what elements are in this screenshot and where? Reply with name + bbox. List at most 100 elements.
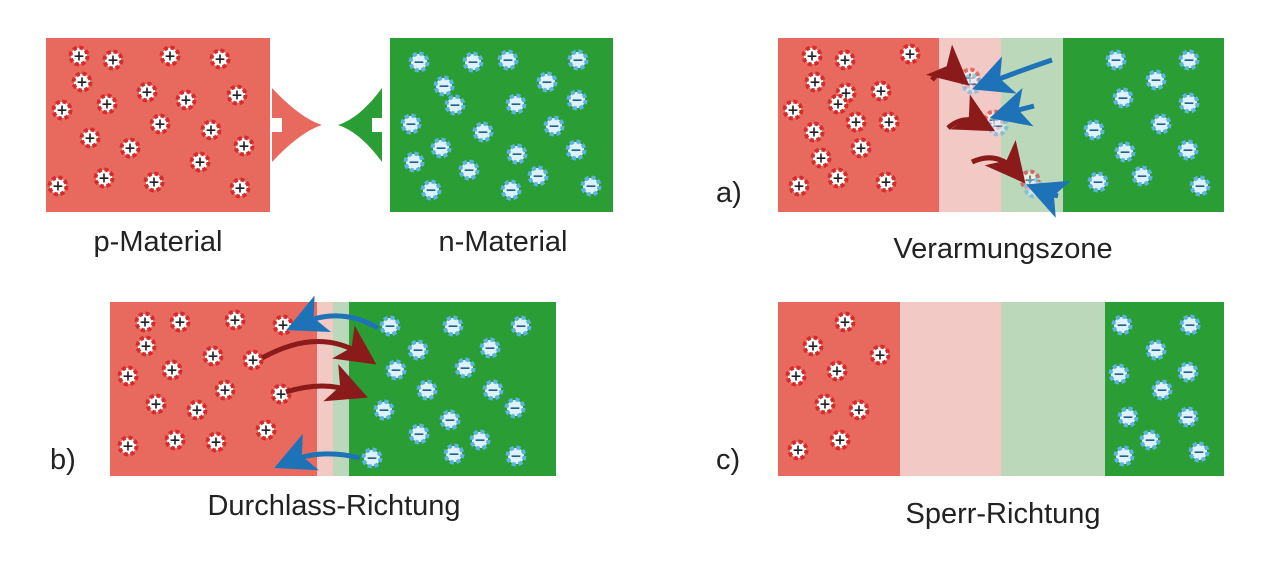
hole-icon: + (136, 81, 158, 103)
hole-icon: + (102, 49, 124, 71)
n-approach-arrow-icon (338, 88, 382, 162)
svg-text:−: − (572, 53, 584, 69)
hole-icon: + (848, 399, 870, 421)
svg-text:−: − (966, 77, 978, 93)
electron-icon: − (416, 379, 438, 401)
electron-current-arrow-icon (274, 433, 361, 471)
hole-icon: + (149, 113, 171, 135)
hole-icon: + (186, 399, 208, 421)
svg-text:+: + (73, 49, 85, 65)
svg-text:+: + (166, 363, 178, 379)
svg-text:+: + (880, 175, 892, 191)
electron-icon: − (1083, 119, 1105, 141)
electron-icon: − (1179, 314, 1201, 336)
hole-icon: + (164, 429, 186, 451)
hole-icon: + (119, 137, 141, 159)
svg-text:+: + (107, 53, 119, 69)
svg-text:−: − (992, 119, 1004, 135)
electron-icon: − (500, 179, 522, 201)
hole-icon: + (785, 365, 807, 387)
svg-text:+: + (140, 339, 152, 355)
svg-text:+: + (839, 53, 851, 69)
svg-text:−: − (477, 125, 489, 141)
electron-icon: − (505, 93, 527, 115)
svg-text:+: + (76, 75, 88, 91)
hole-icon: + (68, 45, 90, 67)
hole-icon: + (159, 45, 181, 67)
electron-icon: − (1114, 141, 1136, 163)
svg-text:+: + (122, 439, 134, 455)
svg-text:+: + (806, 49, 818, 65)
p-depletion-zone (317, 302, 333, 476)
svg-text:−: − (1155, 117, 1167, 133)
svg-text:+: + (853, 403, 865, 419)
panel-b: +++++++++++++++++ −−−−−−−−−−−−−−−−− b) D… (50, 295, 556, 522)
svg-text:+: + (214, 52, 226, 68)
hole-icon: + (224, 309, 246, 331)
svg-text:−: − (438, 79, 450, 95)
electron-icon: − (408, 51, 430, 73)
svg-text:−: − (1092, 175, 1104, 191)
svg-text:−: − (487, 383, 499, 399)
svg-text:+: + (277, 318, 289, 334)
hole-icon: + (834, 49, 856, 71)
hole-icon: + (143, 171, 165, 193)
hole-current-arrow-icon (285, 364, 368, 402)
svg-text:−: − (413, 427, 425, 443)
svg-text:+: + (154, 117, 166, 133)
svg-text:+: + (787, 103, 799, 119)
electron-icon: − (403, 151, 425, 173)
panel-c-letter: c) (716, 444, 740, 476)
svg-text:−: − (502, 53, 514, 69)
electron-icon: − (505, 445, 527, 467)
svg-text:−: − (463, 163, 475, 179)
hole-icon: + (175, 89, 197, 111)
hole-icon: + (145, 393, 167, 415)
svg-text:+: + (124, 141, 136, 157)
panel-b-letter: b) (50, 444, 76, 476)
electron-icon: − (408, 423, 430, 445)
svg-text:+: + (141, 85, 153, 101)
electron-icon: − (566, 89, 588, 111)
panel-b-caption: Durchlass-Richtung (207, 490, 460, 522)
hole-diffusion-arrow-icon (946, 94, 996, 132)
electron-icon: − (361, 447, 383, 469)
hole-icon: + (79, 127, 101, 149)
svg-text:+: + (792, 443, 804, 459)
svg-text:−: − (467, 55, 479, 71)
svg-text:−: − (571, 93, 583, 109)
svg-text:−: − (1122, 410, 1134, 426)
svg-text:+: + (260, 423, 272, 439)
electron-icon: − (527, 165, 549, 187)
svg-text:−: − (1183, 53, 1195, 69)
svg-text:+: + (840, 86, 852, 102)
svg-text:+: + (275, 387, 287, 403)
hole-icon: + (51, 99, 73, 121)
svg-text:+: + (238, 139, 250, 155)
electron-icon: − (400, 113, 422, 135)
electron-icon: − (479, 337, 501, 359)
svg-text:−: − (1150, 343, 1162, 359)
svg-text:−: − (405, 117, 417, 133)
svg-text:−: − (408, 155, 420, 171)
svg-text:−: − (413, 55, 425, 71)
svg-text:−: − (585, 179, 597, 195)
hole-icon: + (834, 311, 856, 333)
svg-text:−: − (1136, 169, 1148, 185)
electron-current-arrow-icon (286, 295, 380, 332)
n-depletion-zone (1001, 302, 1105, 476)
svg-text:−: − (510, 449, 522, 465)
svg-text:+: + (819, 397, 831, 413)
electron-icon: − (1145, 69, 1167, 91)
electron-icon: − (1139, 429, 1161, 451)
svg-text:−: − (1116, 318, 1128, 334)
svg-text:+: + (207, 349, 219, 365)
svg-text:−: − (1182, 143, 1194, 159)
svg-text:+: + (219, 383, 231, 399)
electron-icon: − (1188, 441, 1210, 463)
svg-text:+: + (832, 97, 844, 113)
electron-icon: − (565, 139, 587, 161)
p-material-label: p-Material (94, 226, 223, 258)
electron-icon: − (1112, 87, 1134, 109)
svg-text:+: + (231, 88, 243, 104)
